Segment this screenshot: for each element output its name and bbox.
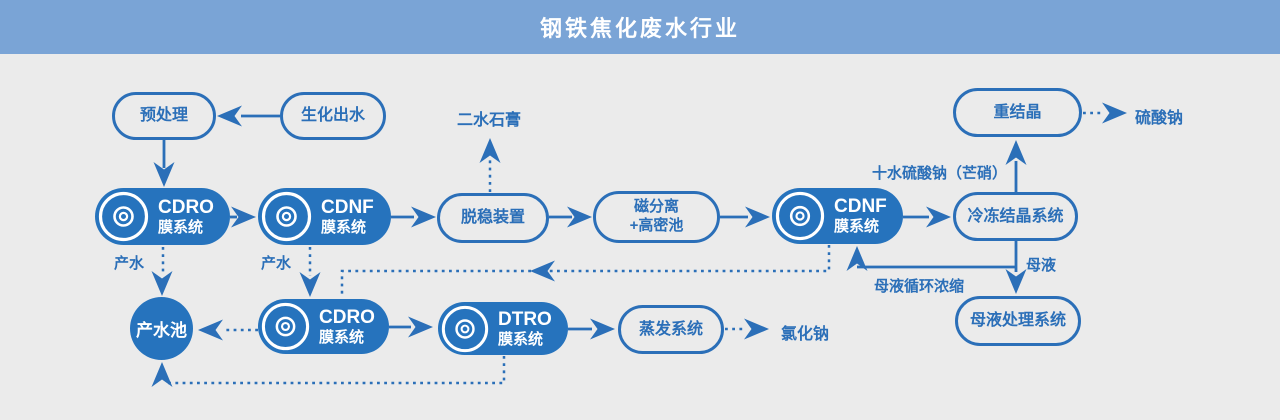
membrane-disc-icon: [261, 302, 310, 351]
arrowhead: [151, 362, 173, 387]
node-label: 预处理: [139, 107, 188, 124]
node-label: DTRO: [498, 308, 552, 330]
edge-label-product-water-2: 产水: [261, 255, 292, 272]
node-sublabel: 膜系统: [498, 330, 544, 348]
edge-label-mother-liquor-recycle: 母液循环浓缩: [874, 278, 965, 295]
edge-dtro-chanshuichi: [167, 356, 506, 385]
arrowhead: [926, 206, 951, 228]
arrowhead: [567, 206, 592, 228]
arrowhead: [151, 271, 173, 296]
arrowhead: [408, 316, 433, 338]
output-sodium-chloride: 氯化钠: [781, 326, 830, 343]
node-freeze-crystallization-system: 冷冻结晶系统: [953, 192, 1078, 241]
arrowhead: [153, 162, 175, 187]
arrowhead: [1005, 269, 1027, 294]
node-label: 冷冻结晶系统: [967, 207, 1064, 225]
node-recrystallization: 重结晶: [953, 88, 1082, 137]
page-title: 钢铁焦化废水行业: [539, 16, 740, 41]
node-destabilization-unit: 脱稳装置: [437, 193, 549, 243]
output-gypsum-dihydrate: 二水石膏: [457, 112, 522, 129]
node-sublabel: 膜系统: [158, 218, 204, 236]
node-label: CDNF: [834, 196, 887, 218]
node-mother-liquor-treatment-system: 母液处理系统: [955, 296, 1081, 346]
arrowhead: [530, 260, 555, 282]
node-label: 脱稳装置: [460, 209, 525, 226]
output-sodium-sulfate: 硫酸钠: [1135, 110, 1184, 127]
node-label: CDRO: [158, 196, 214, 218]
node-sublabel: 膜系统: [834, 218, 880, 236]
node-label: 产水池: [136, 321, 187, 340]
edge-label-mother-liquor: 母液: [1026, 257, 1057, 274]
node-label: 生化出水: [300, 107, 365, 124]
node-label: 蒸发系统: [638, 320, 703, 338]
arrowhead: [846, 246, 868, 271]
node-sublabel: 膜系统: [321, 218, 367, 236]
arrowhead: [217, 105, 242, 127]
arrowhead: [1102, 102, 1127, 124]
node-label: 重结晶: [993, 103, 1042, 121]
arrowhead: [1005, 140, 1027, 165]
arrowhead: [745, 206, 770, 228]
arrowhead: [299, 272, 321, 297]
node-label: 母液处理系统: [969, 312, 1066, 329]
node-biochemical-effluent: 生化出水: [280, 92, 386, 140]
node-label: 磁分离+高密池: [629, 198, 684, 234]
arrowhead: [231, 206, 256, 228]
edge-cdnf2-cdro2-return: [340, 245, 831, 298]
node-evaporation-system: 蒸发系统: [618, 305, 724, 354]
header-banner: 钢铁焦化废水行业: [0, 0, 1280, 54]
node-pretreatment: 预处理: [112, 92, 216, 140]
node-label: CDRO: [319, 306, 375, 328]
arrowhead: [479, 138, 501, 163]
arrowhead: [590, 318, 615, 340]
arrowhead: [744, 318, 769, 340]
edge-label-product-water-1: 产水: [114, 255, 145, 272]
node-product-water-pool: 产水池: [130, 297, 193, 360]
membrane-disc-icon: [98, 191, 149, 242]
membrane-disc-icon: [441, 305, 489, 353]
node-sublabel: 膜系统: [319, 328, 365, 346]
arrowhead: [411, 206, 436, 228]
node-magnetic-separation-pond: 磁分离+高密池: [593, 191, 720, 243]
arrowhead: [198, 319, 223, 341]
membrane-disc-icon: [775, 191, 825, 241]
edge-label-sodium-sulfate-decahydrate: 十水硫酸钠（芒硝）: [872, 165, 1008, 182]
node-label: CDNF: [321, 196, 374, 218]
membrane-disc-icon: [261, 191, 312, 242]
